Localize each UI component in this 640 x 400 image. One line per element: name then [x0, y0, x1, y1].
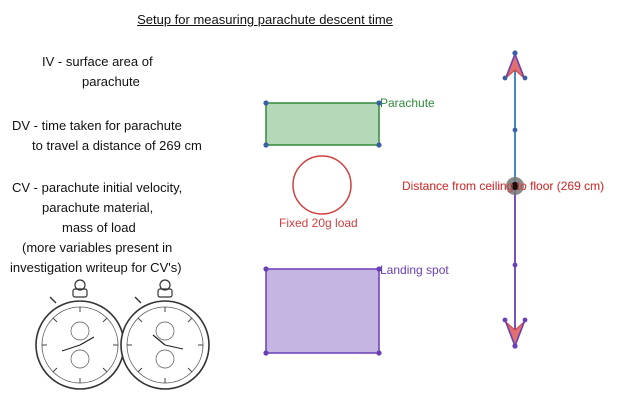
stopwatch-icon [120, 279, 210, 390]
cv-line-4: (more variables present in [22, 240, 173, 255]
cv-text: CV - parachute initial velocity, parachu… [0, 178, 240, 278]
vertex-point[interactable] [502, 317, 508, 323]
arrowhead-up-icon [504, 52, 526, 81]
cv-line-5: investigation writeup for CV's) [10, 260, 182, 275]
vertex-point[interactable] [263, 350, 269, 356]
cv-line-2: parachute material, [42, 200, 154, 215]
vertex-point[interactable] [263, 266, 269, 272]
distance-label: Distance from ceiling to floor (269 cm) [402, 179, 605, 193]
landing-rect[interactable] [265, 268, 380, 354]
vertex-point[interactable] [263, 142, 269, 148]
vertex-point[interactable] [512, 262, 518, 268]
cv-line-1: CV - parachute initial velocity, [12, 180, 183, 195]
vertex-point[interactable] [376, 100, 382, 106]
vertex-point[interactable] [502, 75, 508, 81]
parachute-label: Parachute [380, 96, 435, 110]
vertex-point[interactable] [512, 127, 518, 133]
load-circle[interactable] [292, 155, 352, 215]
iv-line-1: IV - surface area of [42, 54, 153, 69]
vertex-point[interactable] [522, 75, 528, 81]
vertex-point[interactable] [512, 343, 518, 349]
vertex-point[interactable] [263, 100, 269, 106]
dv-line-2: to travel a distance of 269 cm [32, 138, 202, 153]
vertex-point[interactable] [522, 317, 528, 323]
iv-line-2: parachute [82, 74, 140, 89]
arrowhead-down-icon [504, 319, 526, 348]
landing-label: Landing spot [380, 263, 449, 277]
stopwatch-icon [35, 279, 125, 390]
dv-line-1: DV - time taken for parachute [12, 118, 182, 133]
diagram-title: Setup for measuring parachute descent ti… [137, 12, 393, 27]
dv-text: DV - time taken for parachute to travel … [10, 116, 240, 156]
vertex-point[interactable] [376, 142, 382, 148]
vertex-point[interactable] [512, 50, 518, 56]
midpoint-handle[interactable] [506, 177, 524, 195]
distance-label-overlay: Distance from ceiling to floor (269 cm) [402, 179, 605, 193]
iv-text: IV - surface area of parachute [20, 52, 220, 92]
vertex-point[interactable] [376, 266, 382, 272]
cv-line-3: mass of load [62, 220, 136, 235]
parachute-rect[interactable] [265, 102, 380, 146]
load-label: Fixed 20g load [279, 216, 358, 230]
vertex-point[interactable] [376, 350, 382, 356]
